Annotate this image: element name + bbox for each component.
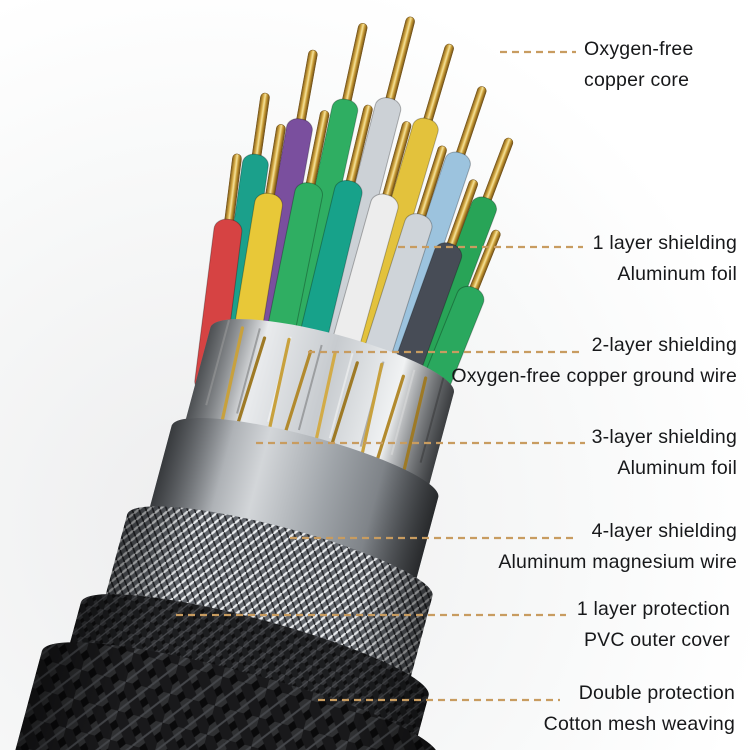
label-shield-3: 3-layer shielding Aluminum foil: [592, 422, 737, 484]
label-line: Double protection: [578, 682, 735, 704]
cable-body: [0, 16, 514, 750]
label-copper-core: Oxygen-free copper core: [584, 34, 694, 96]
label-line: copper core: [584, 69, 690, 91]
leader-lines: [176, 50, 585, 702]
label-line: Aluminum magnesium wire: [498, 551, 737, 573]
label-line: 1 layer protection: [576, 598, 730, 620]
label-line: 1 layer shielding: [592, 232, 737, 254]
label-shield-4: 4-layer shielding Aluminum magnesium wir…: [498, 516, 737, 578]
label-line: 4-layer shielding: [591, 520, 737, 542]
label-line: 3-layer shielding: [591, 426, 737, 448]
label-protect-2: Double protection Cotton mesh weaving: [544, 678, 735, 740]
label-line: Aluminum foil: [617, 263, 737, 285]
label-line: Oxygen-free copper ground wire: [451, 365, 737, 387]
label-shield-1: 1 layer shielding Aluminum foil: [593, 228, 737, 290]
label-line: Aluminum foil: [617, 457, 737, 479]
label-protect-1: 1 layer protection PVC outer cover: [577, 594, 730, 656]
label-line: 2-layer shielding: [591, 334, 737, 356]
label-line: Oxygen-free: [584, 38, 694, 60]
layer-cotton-mesh-weaving: [0, 642, 439, 750]
label-shield-2: 2-layer shielding Oxygen-free copper gro…: [451, 330, 737, 392]
label-line: PVC outer cover: [583, 629, 730, 651]
label-line: Cotton mesh weaving: [543, 713, 735, 735]
